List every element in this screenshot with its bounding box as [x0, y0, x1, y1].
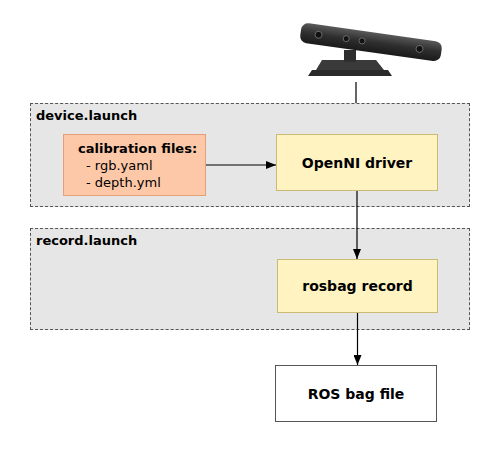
box-label: OpenNI driver — [302, 155, 412, 171]
file-name: - depth.yml — [78, 174, 161, 191]
group-title: device.launch — [36, 108, 137, 123]
launch-group: calibration files:- rgb.yaml- depth.yml O… — [30, 103, 470, 207]
box-label: ROS bag file — [308, 386, 405, 402]
file-name: - rgb.yaml — [78, 157, 153, 174]
sensor-base — [308, 70, 392, 76]
file-box: calibration files:- rgb.yaml- depth.yml — [63, 134, 206, 196]
sensor-lens — [416, 45, 424, 53]
sensor-neck — [344, 50, 356, 62]
group-title: record.launch — [36, 233, 137, 248]
sensor-bar — [299, 22, 442, 62]
launch-group: rosbag record record.launch — [30, 228, 470, 330]
box-heading: calibration files: — [78, 140, 197, 157]
sensor-lens — [315, 31, 323, 39]
sensor-lens — [359, 37, 366, 44]
box-label: rosbag record — [302, 278, 412, 294]
process-box: OpenNI driver — [276, 134, 438, 191]
depth-sensor — [299, 22, 442, 76]
process-box: rosbag record — [277, 259, 438, 313]
sensor-stand — [316, 60, 384, 70]
output-box: ROS bag file — [275, 365, 437, 422]
sensor-lens — [343, 35, 350, 42]
